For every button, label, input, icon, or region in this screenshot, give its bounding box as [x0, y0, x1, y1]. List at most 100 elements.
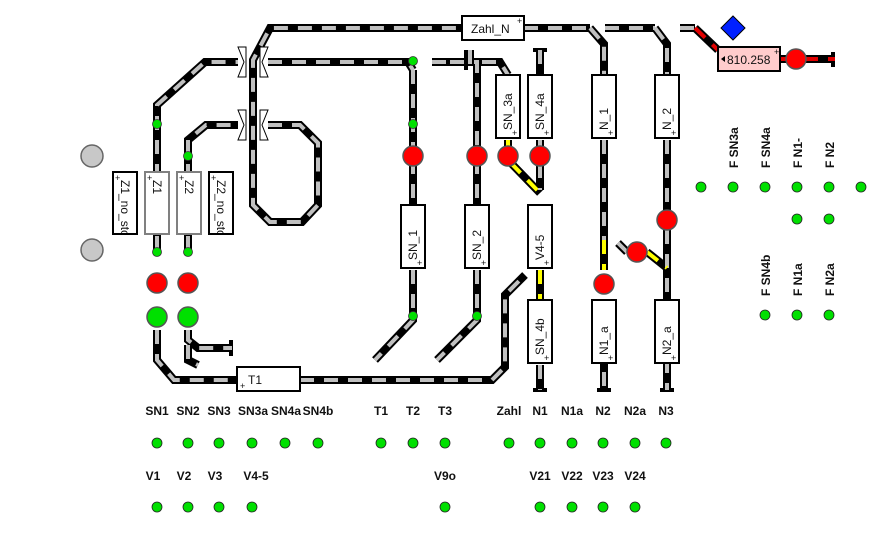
signal-light[interactable]	[529, 145, 551, 167]
route-button-label: V23	[592, 469, 614, 483]
block-zahl-n[interactable]: Zahl_N +	[461, 15, 525, 41]
route-button[interactable]	[629, 501, 641, 513]
block-z2[interactable]: Z2+	[176, 171, 202, 235]
plus-mark: +	[179, 173, 184, 183]
route-button-label: V21	[529, 469, 551, 483]
route-button[interactable]	[566, 437, 578, 449]
signal-light[interactable]	[146, 272, 168, 294]
route-button-label: V3	[208, 469, 223, 483]
diamond-marker[interactable]	[720, 15, 746, 41]
feedback-indicator[interactable]	[727, 181, 739, 193]
idle-indicator[interactable]	[80, 144, 104, 168]
block-t1[interactable]: T1 +	[236, 366, 301, 392]
idle-indicator[interactable]	[80, 238, 104, 262]
route-button[interactable]	[534, 437, 546, 449]
route-button[interactable]	[246, 437, 258, 449]
signal-light[interactable]	[177, 272, 199, 294]
plus-mark: +	[115, 173, 120, 183]
detector-indicator	[408, 311, 418, 321]
block-v4-5[interactable]: V4-5+	[527, 204, 553, 269]
block-n-2[interactable]: N_2+	[654, 74, 680, 139]
signal-light[interactable]	[497, 145, 519, 167]
signal-light[interactable]	[626, 241, 648, 263]
track-segment[interactable]	[450, 58, 481, 150]
track-segment[interactable]	[249, 24, 462, 226]
feedback-indicator[interactable]	[791, 309, 803, 321]
feedback-indicator[interactable]	[759, 309, 771, 321]
block-z1-no-stop[interactable]: Z1_no_sto+	[112, 171, 138, 237]
plus-mark: +	[517, 16, 522, 26]
track-segment-state	[616, 241, 629, 254]
signal-light[interactable]	[402, 145, 424, 167]
route-button[interactable]	[151, 501, 163, 513]
block-sn-4a[interactable]: SN_4a+	[527, 74, 553, 139]
feedback-label: F N2	[823, 142, 837, 168]
track-segment[interactable]	[184, 330, 232, 352]
block-label: Z1	[150, 180, 164, 194]
signal-light[interactable]	[466, 145, 488, 167]
block-z2-no-stop[interactable]: Z2_no_sto+	[208, 171, 234, 237]
route-button[interactable]	[534, 501, 546, 513]
feedback-indicator[interactable]	[855, 181, 867, 193]
route-button[interactable]	[597, 501, 609, 513]
route-button[interactable]	[503, 437, 515, 449]
signal-light[interactable]	[146, 306, 168, 328]
block-sn-2[interactable]: SN_2+	[464, 204, 490, 269]
feedback-indicator[interactable]	[823, 309, 835, 321]
plus-mark: +	[417, 258, 422, 268]
route-button[interactable]	[439, 437, 451, 449]
route-button[interactable]	[629, 437, 641, 449]
detector-indicator	[183, 247, 193, 257]
route-button-label: N1	[532, 404, 548, 418]
signal-light[interactable]	[177, 306, 199, 328]
track-segment[interactable]	[372, 270, 417, 363]
feedback-indicator[interactable]	[823, 213, 835, 225]
crossing-switch-upper[interactable]	[237, 46, 269, 78]
signal-light[interactable]	[656, 209, 678, 231]
feedback-indicator[interactable]	[791, 181, 803, 193]
route-button[interactable]	[182, 501, 194, 513]
block-n1-a[interactable]: N1_a+	[591, 299, 617, 364]
route-button-label: V2	[177, 469, 192, 483]
track-segment[interactable]	[434, 270, 481, 363]
signal-light[interactable]	[785, 48, 807, 70]
feedback-indicator[interactable]	[695, 181, 707, 193]
feedback-label: F N1-	[791, 138, 805, 168]
route-button[interactable]	[182, 437, 194, 449]
route-button[interactable]	[566, 501, 578, 513]
block-sn-1[interactable]: SN_1+	[400, 204, 426, 269]
block-z1[interactable]: Z1+	[144, 171, 170, 235]
track-segment[interactable]	[153, 330, 237, 384]
block-label: T1	[248, 373, 262, 387]
route-button[interactable]	[407, 437, 419, 449]
feedback-indicator[interactable]	[823, 181, 835, 193]
block-n2-a[interactable]: N2_a+	[654, 299, 680, 364]
route-button[interactable]	[246, 501, 258, 513]
route-button[interactable]	[660, 437, 672, 449]
route-button[interactable]	[597, 437, 609, 449]
plus-mark: +	[608, 353, 613, 363]
route-button[interactable]	[279, 437, 291, 449]
route-button[interactable]	[375, 437, 387, 449]
route-button-label: V24	[624, 469, 646, 483]
route-button[interactable]	[439, 501, 451, 513]
feedback-indicator[interactable]	[759, 181, 771, 193]
route-button[interactable]	[312, 437, 324, 449]
track-segment-state	[300, 273, 527, 382]
block-label: N1_a	[597, 326, 611, 355]
route-button[interactable]	[151, 437, 163, 449]
block-sn-3a[interactable]: SN_3a+	[495, 74, 521, 139]
route-button-label: N1a	[561, 404, 583, 418]
counter-value: 810.258	[727, 53, 771, 67]
feedback-indicator[interactable]	[791, 213, 803, 225]
signal-light[interactable]	[593, 273, 615, 295]
counter-display[interactable]: 810.258 +	[717, 46, 781, 72]
route-button[interactable]	[213, 437, 225, 449]
plus-mark: +	[211, 173, 216, 183]
block-sn-4b[interactable]: SN_4b+	[527, 299, 553, 364]
block-n-1[interactable]: N_1+	[591, 74, 617, 139]
crossing-switch-lower[interactable]	[237, 109, 269, 141]
detector-indicator	[472, 311, 482, 321]
route-button[interactable]	[213, 501, 225, 513]
plus-mark: +	[544, 128, 549, 138]
